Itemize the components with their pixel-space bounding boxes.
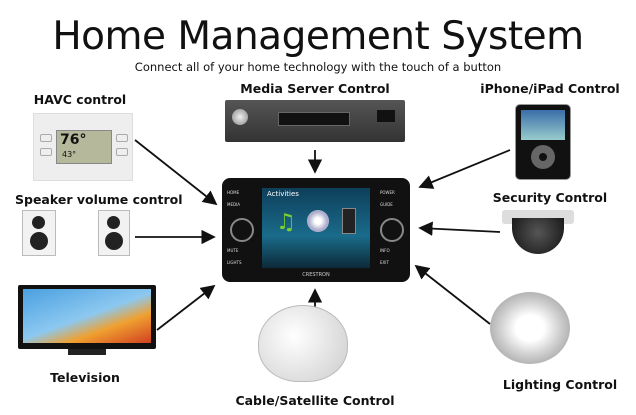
thermostat-display: 76° 43° bbox=[56, 130, 112, 164]
lights-button[interactable]: LIGHTS bbox=[227, 260, 242, 265]
satellite-label: Cable/Satellite Control bbox=[235, 393, 395, 408]
home-button[interactable]: HOME bbox=[227, 190, 240, 195]
havc-label: HAVC control bbox=[33, 92, 127, 107]
television-label: Television bbox=[50, 370, 120, 385]
satellite-dish-image bbox=[258, 305, 348, 382]
light-fixture-image bbox=[490, 292, 570, 364]
speaker-right-image bbox=[98, 210, 130, 256]
central-touch-panel[interactable]: Activities ♫ HOME MEDIA MUTE LIGHTS POWE… bbox=[222, 178, 410, 282]
screen-title: Activities bbox=[267, 190, 299, 198]
lighting-label: Lighting Control bbox=[502, 377, 618, 392]
arrow-havc bbox=[134, 139, 218, 206]
media-button[interactable]: MEDIA bbox=[227, 202, 240, 207]
disc-icon bbox=[307, 210, 329, 232]
security-label: Security Control bbox=[492, 190, 608, 205]
exit-button[interactable]: EXIT bbox=[380, 260, 389, 265]
security-camera-image bbox=[502, 210, 574, 256]
arrow-iphone bbox=[418, 149, 511, 189]
speaker-left-image bbox=[22, 210, 56, 256]
guide-button[interactable]: GUIDE bbox=[380, 202, 393, 207]
page-title: Home Management System bbox=[52, 14, 584, 59]
right-dpad[interactable] bbox=[380, 218, 404, 242]
arrow-tv bbox=[156, 284, 216, 331]
iphone-label: iPhone/iPad Control bbox=[480, 81, 620, 96]
brand-text: CRESTRON bbox=[302, 272, 330, 278]
player-icon bbox=[342, 208, 356, 234]
power-button[interactable]: POWER bbox=[380, 190, 395, 195]
info-button[interactable]: INFO bbox=[380, 248, 390, 253]
mute-button[interactable]: MUTE bbox=[227, 248, 239, 253]
page-subtitle: Connect all of your home technology with… bbox=[134, 60, 502, 74]
television-image bbox=[18, 285, 156, 349]
arrow-security bbox=[418, 221, 501, 236]
thermostat-image: 76° 43° bbox=[33, 113, 133, 181]
music-note-icon: ♫ bbox=[276, 210, 296, 235]
media-server-image bbox=[225, 100, 405, 142]
ipod-image bbox=[515, 104, 571, 180]
left-dpad[interactable] bbox=[230, 218, 254, 242]
media-server-label: Media Server Control bbox=[240, 81, 390, 96]
arrow-lighting bbox=[414, 264, 491, 325]
touch-screen[interactable]: Activities ♫ bbox=[262, 188, 370, 268]
speaker-label: Speaker volume control bbox=[15, 192, 183, 207]
